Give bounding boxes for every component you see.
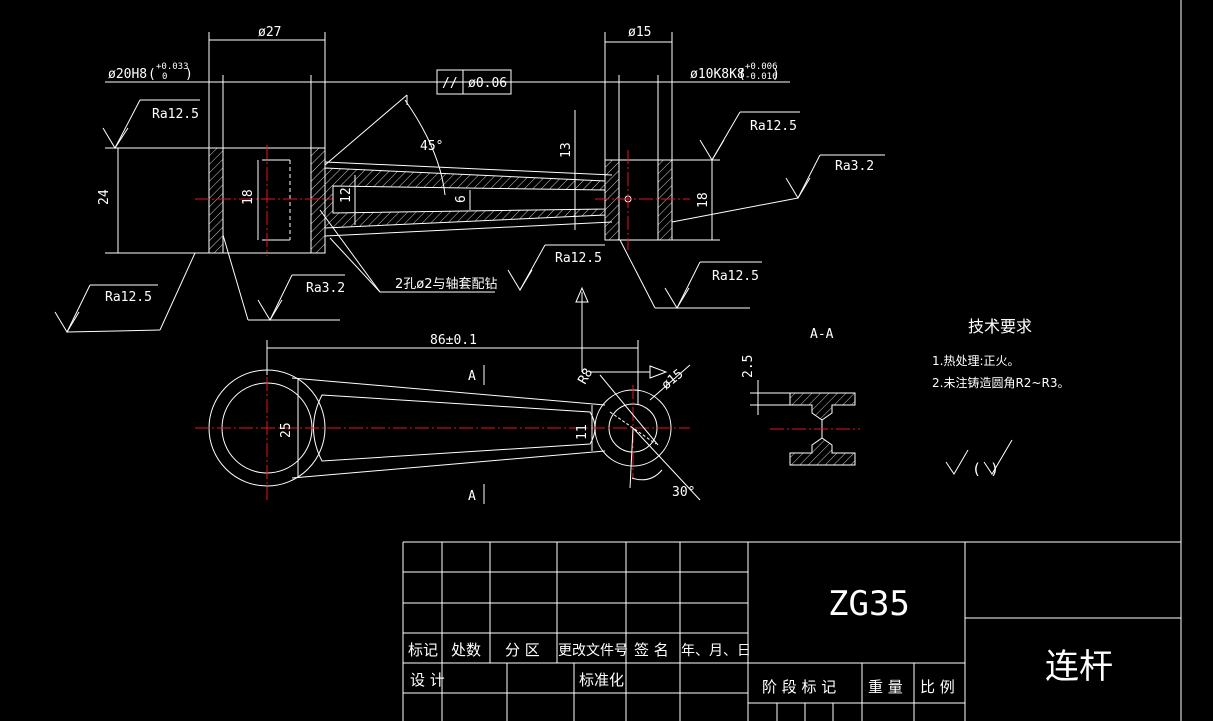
big-end-wall-right [310, 147, 326, 254]
top-view: 86±0.1 25 11 A A R8 ø15 30° [195, 286, 701, 504]
fit-big-bore-tol-upper: +0.033 [156, 62, 189, 72]
fit-small-bore-tol-upper: +0.006 [745, 62, 778, 72]
svg-text:Ra3.2: Ra3.2 [306, 281, 345, 296]
svg-text:Ra12.5: Ra12.5 [712, 269, 759, 284]
roughness-bottom-mid: Ra3.2 [222, 234, 345, 321]
rev-date-header: 年、月、日 [681, 643, 751, 659]
roughness-right: Ra3.2 [671, 154, 885, 223]
material-label: ZG35 [828, 584, 910, 624]
surface-symbol: ( ) [972, 460, 999, 478]
tech-req-item-1: 1.热处理:正火。 [932, 354, 1020, 368]
title-block: ZG35 连杆 标记 处数 分 区 更改文件号 签 名 年、月、日 设 计 标准… [402, 541, 1181, 721]
svg-text:Ra12.5: Ra12.5 [105, 290, 152, 305]
svg-text:(: ( [148, 67, 156, 82]
small-end-wall-left [604, 159, 620, 241]
dim-13: 13 [559, 142, 574, 158]
dim-12: 12 [339, 187, 354, 203]
roughness-top-right: Ra12.5 [699, 111, 800, 161]
svg-text:Ra12.5: Ra12.5 [555, 251, 602, 266]
rev-zone-header: 分 区 [505, 641, 540, 659]
angle-30: 30° [672, 485, 695, 500]
dim-25: 25 [279, 422, 294, 438]
dim-11: 11 [575, 424, 590, 440]
svg-text:Ra12.5: Ra12.5 [152, 107, 199, 122]
svg-text:Ra3.2: Ra3.2 [835, 159, 874, 174]
big-end-wall-left [208, 147, 224, 254]
fit-small-bore-tol-lower: -0.016 [745, 72, 778, 82]
parallelism-frame [436, 69, 512, 95]
rev-doc-header: 更改文件号 [558, 643, 628, 659]
angle-45: 45° [420, 139, 443, 154]
rev-mark-header: 标记 [408, 641, 438, 659]
dim-big-bore-outer: ø27 [258, 25, 281, 40]
section-mark-bottom: A [468, 489, 476, 504]
standardize-label: 标准化 [579, 671, 624, 689]
design-label: 设 计 [410, 671, 445, 689]
svg-text:Ra12.5: Ra12.5 [750, 119, 797, 134]
dim-18-right: 18 [696, 192, 711, 208]
roughness-top-left: Ra12.5 [102, 99, 200, 149]
tech-requirements: 技术要求 1.热处理:正火。 2.未注铸造圆角R2~R3。 ( ) [932, 317, 1069, 478]
dim-18-left: 18 [241, 189, 256, 205]
section-title: A-A [810, 327, 834, 342]
roughness-bottom-center: Ra12.5 [507, 244, 605, 291]
dim-6: 6 [454, 195, 469, 203]
svg-text:(: ( [738, 67, 746, 82]
parallel-tolerance: ø0.06 [468, 76, 507, 91]
scale-label: 比 例 [920, 678, 955, 696]
roughness-bottom-right: Ra12.5 [619, 239, 762, 309]
roughness-bottom-left: Ra12.5 [54, 252, 196, 333]
stage-mark-label: 阶 段 标 记 [762, 678, 836, 696]
note-pin-holes: 2孔ø2与轴套配钻 [395, 276, 498, 292]
fit-big-bore-tol-lower: 0 [162, 72, 167, 82]
tech-req-title: 技术要求 [968, 317, 1032, 336]
dim-r8: R8 [575, 366, 596, 387]
fit-small-bore: ø10K8K8 [690, 67, 745, 82]
rev-signature-header: 签 名 [634, 641, 669, 659]
fit-big-bore: ø20H8 [108, 67, 147, 82]
dim-small-bore-outer: ø15 [628, 25, 651, 40]
dim-center-distance: 86±0.1 [430, 333, 477, 348]
small-end-wall-right [657, 159, 673, 241]
parallel-symbol: // [442, 76, 458, 91]
weight-label: 重 量 [868, 678, 903, 696]
svg-text:): ) [185, 67, 193, 82]
section-mark-top: A [468, 369, 476, 384]
front-view: ø27 ø15 ø20H8 ( +0.033 0 ) ø10K8K8 ( +0.… [54, 25, 885, 333]
tech-req-item-2: 2.未注铸造圆角R2~R3。 [932, 375, 1069, 390]
svg-text:): ) [772, 67, 780, 82]
section-a-a: A-A 2.5 [741, 327, 860, 466]
dim-2-5: 2.5 [741, 355, 756, 378]
part-name: 连杆 [1045, 647, 1113, 687]
rev-count-header: 处数 [451, 641, 481, 659]
dim-24: 24 [97, 189, 112, 205]
